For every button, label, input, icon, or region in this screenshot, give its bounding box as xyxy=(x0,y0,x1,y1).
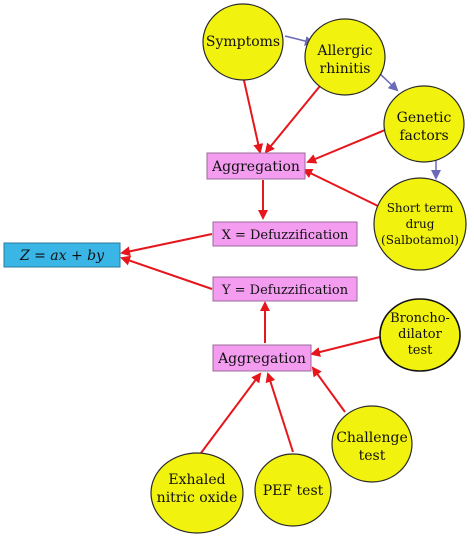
node-bronchodilator-test-label-2: dilator xyxy=(398,327,442,342)
node-bronchodilator-test: Broncho- dilator test xyxy=(379,298,461,372)
node-exhaled-nitric-oxide-label-1: Exhaled xyxy=(168,472,225,488)
box-formula-label: Z = ax + by xyxy=(19,248,105,264)
node-challenge-test: Challenge test xyxy=(331,405,413,483)
arrow-x-to-formula xyxy=(120,233,213,257)
node-allergic-rhinitis-label-1: Allergic xyxy=(316,43,372,59)
node-allergic-rhinitis: Allergic rhinitis xyxy=(304,18,386,96)
node-short-term-drug: Short term drug (Salbotamol) xyxy=(373,177,467,271)
arrow-drug-to-aggregation xyxy=(302,169,379,207)
node-allergic-rhinitis-label-2: rhinitis xyxy=(320,61,371,77)
arrow-symptoms-to-aggregation xyxy=(242,75,264,154)
arrow-allergic-to-genetic xyxy=(377,71,399,92)
node-genetic-factors-label-2: factors xyxy=(399,128,448,144)
arrow-challenge-to-aggregation xyxy=(311,366,346,413)
node-exhaled-nitric-oxide: Exhaled nitric oxide xyxy=(150,452,244,534)
node-allergic-rhinitis-circle xyxy=(304,18,386,96)
box-aggregation-top-label: Aggregation xyxy=(211,159,300,175)
node-symptoms: Symptoms xyxy=(202,3,284,81)
node-short-term-drug-circle xyxy=(373,177,467,271)
node-genetic-factors-circle xyxy=(383,85,465,163)
node-bronchodilator-test-circle xyxy=(379,298,461,372)
arrow-exhaled-to-aggregation xyxy=(197,372,262,458)
arrow-broncho-to-aggregation xyxy=(310,336,381,357)
node-challenge-test-circle xyxy=(331,405,413,483)
node-challenge-test-label-2: test xyxy=(359,448,386,464)
node-pef-test-label: PEF test xyxy=(263,483,324,499)
node-challenge-test-label-1: Challenge xyxy=(336,430,408,446)
node-short-term-drug-label-3: (Salbotamol) xyxy=(381,233,459,247)
node-genetic-factors-label-1: Genetic xyxy=(397,110,452,126)
arrow-y-to-formula xyxy=(120,255,213,290)
box-x-defuzzification-label: X = Defuzzification xyxy=(222,228,349,243)
arrow-allergic-to-aggregation xyxy=(264,85,321,154)
box-aggregation-bottom-rect xyxy=(212,344,312,372)
node-pef-test: PEF test xyxy=(254,453,332,527)
box-formula-rect xyxy=(3,242,121,268)
box-y-defuzzification: Y = Defuzzification xyxy=(212,276,358,302)
arrow-genetic-to-aggregation xyxy=(306,129,386,164)
node-symptoms-label: Symptoms xyxy=(206,34,280,50)
box-x-defuzzification: X = Defuzzification xyxy=(212,221,358,247)
box-aggregation-bottom-label: Aggregation xyxy=(217,351,306,367)
node-symptoms-circle xyxy=(202,3,284,81)
red-arrows xyxy=(120,75,386,458)
node-short-term-drug-label-2: drug xyxy=(406,217,435,231)
box-formula: Z = ax + by xyxy=(3,242,121,268)
box-aggregation-bottom: Aggregation xyxy=(212,344,312,372)
box-y-defuzzification-label: Y = Defuzzification xyxy=(221,283,349,298)
node-bronchodilator-test-label-3: test xyxy=(408,343,434,358)
box-aggregation-top: Aggregation xyxy=(206,152,306,180)
box-aggregation-top-rect xyxy=(206,152,306,180)
box-x-defuzzification-rect xyxy=(212,221,358,247)
node-short-term-drug-label-1: Short term xyxy=(387,201,454,215)
node-genetic-factors: Genetic factors xyxy=(383,85,465,163)
arrow-pef-to-aggregation xyxy=(265,372,294,453)
box-y-defuzzification-rect xyxy=(212,276,358,302)
node-exhaled-nitric-oxide-circle xyxy=(150,452,244,534)
node-pef-test-circle xyxy=(254,453,332,527)
node-bronchodilator-test-label-1: Broncho- xyxy=(390,311,450,326)
node-exhaled-nitric-oxide-label-2: nitric oxide xyxy=(157,490,238,506)
